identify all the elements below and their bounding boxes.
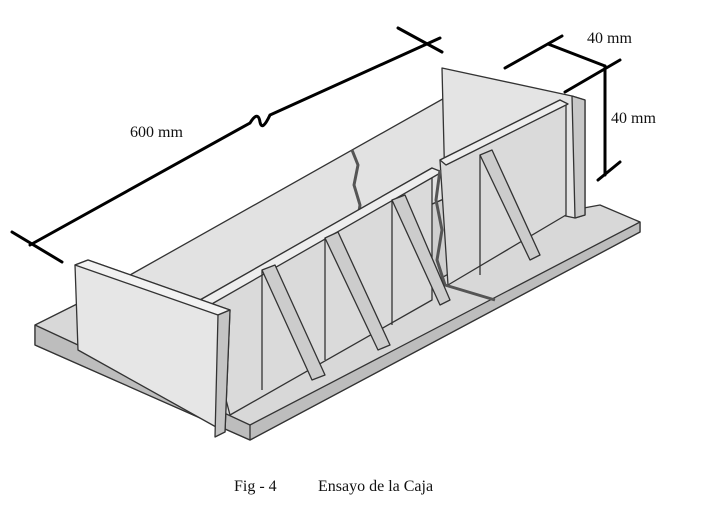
width-label: 40 mm	[587, 30, 632, 47]
width-dimension-line	[546, 42, 607, 68]
caption-title: Ensayo de la Caja	[318, 478, 434, 495]
length-dimension-line	[28, 36, 442, 247]
height-label: 40 mm	[611, 110, 656, 127]
length-label: 600 mm	[130, 124, 183, 141]
caption-number: Fig - 4	[234, 478, 277, 495]
